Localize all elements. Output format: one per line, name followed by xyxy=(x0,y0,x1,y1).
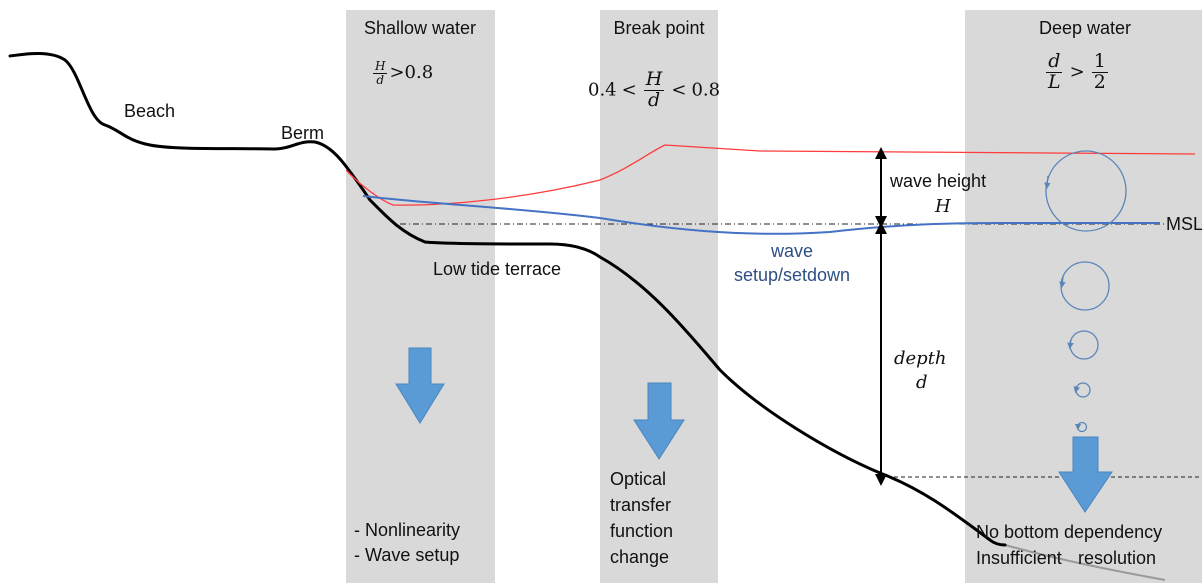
shallow-effects-list: - Nonlinearity - Wave setup xyxy=(354,518,460,568)
break-effect-item: change xyxy=(610,547,670,567)
deep-water-title: Deep water xyxy=(1038,18,1132,38)
break-formula-upper: 0.8 xyxy=(691,79,721,101)
break-effect-item: Optical xyxy=(610,469,667,489)
break-point-title: Break point xyxy=(613,18,705,38)
wave-height-label: wave height xyxy=(890,171,987,191)
shallow-water-title: Shallow water xyxy=(363,18,477,38)
shallow-effect-item: - Nonlinearity xyxy=(354,520,461,540)
break-effect-item: function xyxy=(610,521,674,541)
berm-label: Berm xyxy=(281,123,325,143)
deep-formula-denominator: L xyxy=(1048,70,1061,93)
shallow-formula-numerator: H xyxy=(373,59,388,74)
down-arrow-icon xyxy=(633,382,685,460)
shallow-formula-denominator: d xyxy=(376,72,385,87)
beach-label: Beach xyxy=(124,101,176,121)
deep-formula-gt: > xyxy=(1069,61,1085,83)
msl-label: MSL xyxy=(1166,214,1202,234)
break-formula-lower: 0.4 xyxy=(588,79,617,101)
orbit-circle-icon xyxy=(1074,421,1088,433)
beach-profile-curve xyxy=(8,52,1007,547)
seabed-continuation-curve xyxy=(1004,544,1166,581)
deep-formula-numerator: d xyxy=(1046,50,1063,73)
break-formula-numerator: H xyxy=(643,68,665,91)
break-formula-denominator: d xyxy=(647,88,661,111)
break-effects-list: Optical transfer function change xyxy=(610,466,673,570)
orbit-circle-icon xyxy=(1067,330,1099,360)
setup-setdown-line xyxy=(362,195,1160,235)
orbit-circle-icon xyxy=(1059,261,1110,311)
break-formula-lt-1: < xyxy=(621,79,637,101)
deep-effect-line2a: Insufficient xyxy=(976,548,1062,568)
break-point-band xyxy=(600,10,718,583)
break-effect-item: transfer xyxy=(610,495,672,515)
orbit-circle-icon xyxy=(1073,382,1091,398)
break-formula-lt-2: < xyxy=(671,79,687,101)
shallow-water-band xyxy=(346,10,495,583)
depth-symbol-label: d xyxy=(916,372,928,393)
deep-half-denominator: 2 xyxy=(1093,70,1106,93)
shallow-effect-item: - Wave setup xyxy=(354,545,460,565)
down-arrow-icon xyxy=(1058,436,1113,513)
wave-setup-label-line2: setup/setdown xyxy=(733,265,851,285)
low-tide-terrace-label: Low tide terrace xyxy=(433,259,562,279)
orbit-circle-icon xyxy=(1044,150,1127,232)
down-arrow-icon xyxy=(395,347,445,424)
depth-word-label: depth xyxy=(894,348,947,369)
deep-effect-line1: No bottom dependency xyxy=(976,522,1163,542)
wave-height-line xyxy=(345,144,1196,206)
deep-effect-line2b: resolution xyxy=(1078,548,1157,568)
shallow-formula-relation: >0.8 xyxy=(389,62,434,84)
wave-setup-label-line1: wave xyxy=(770,241,814,261)
deep-half-numerator: 1 xyxy=(1091,50,1108,73)
wave-height-symbol: H xyxy=(935,196,951,217)
